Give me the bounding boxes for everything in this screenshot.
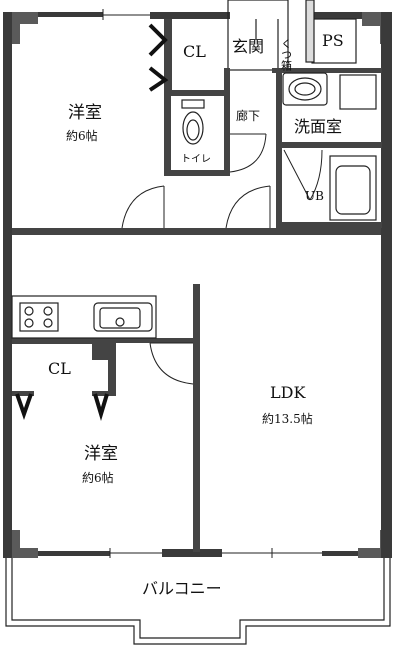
washroom-fixtures bbox=[282, 72, 377, 110]
room-label-balcony: バルコニー bbox=[142, 579, 222, 598]
room-size-western-bottom: 約6帖 bbox=[82, 470, 114, 485]
room-label-unit-bath: UB bbox=[305, 189, 324, 203]
interior-walls bbox=[12, 19, 382, 552]
room-label-shoe-box: くつ箱 bbox=[280, 38, 293, 72]
closet-bottom-doors bbox=[15, 393, 109, 421]
door-swings bbox=[121, 133, 323, 385]
room-size-western-top: 約6帖 bbox=[66, 128, 98, 143]
bathtub bbox=[329, 155, 377, 221]
room-label-toilet: トイレ bbox=[181, 154, 211, 165]
closet-top-doors bbox=[148, 23, 169, 92]
balcony bbox=[5, 558, 391, 645]
room-label-western-bottom: 洋室 bbox=[84, 444, 118, 464]
room-label-entrance: 玄関 bbox=[232, 37, 264, 56]
windows bbox=[102, 9, 322, 558]
room-label-ps: PS bbox=[322, 31, 344, 50]
room-label-ldk: LDK bbox=[270, 383, 306, 402]
room-label-closet-bottom: CL bbox=[48, 359, 71, 378]
room-label-western-top: 洋室 bbox=[68, 103, 102, 123]
exterior-walls bbox=[3, 12, 392, 558]
room-label-corridor: 廊下 bbox=[236, 108, 260, 123]
toilet-fixture bbox=[181, 99, 205, 145]
room-size-ldk: 約13.5帖 bbox=[262, 411, 313, 426]
room-label-washroom: 洗面室 bbox=[294, 117, 342, 136]
entrance-area bbox=[227, 0, 357, 71]
kitchen-counter bbox=[11, 295, 157, 339]
room-label-closet-top: CL bbox=[183, 42, 206, 61]
